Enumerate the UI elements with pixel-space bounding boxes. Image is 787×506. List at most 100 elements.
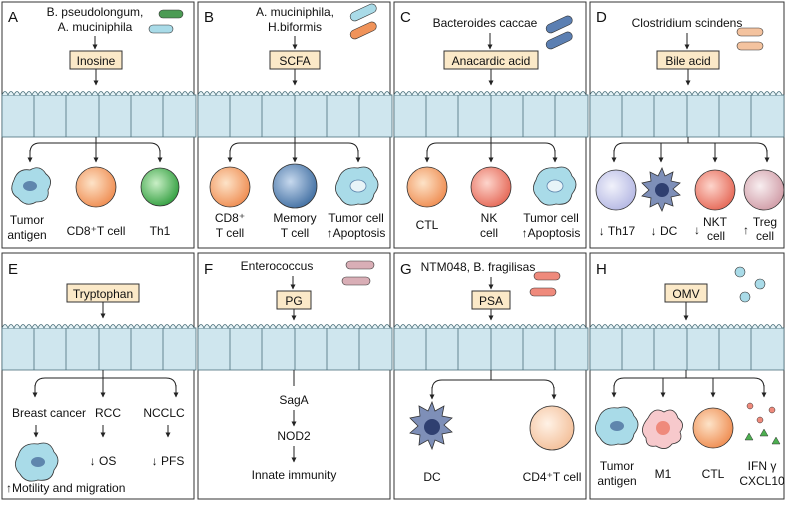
panel-label: C [400,9,411,26]
metabolite-label: Inosine [77,54,116,68]
arrow-label: ↓ [694,223,700,237]
effect-label: ↓ OS [90,454,117,468]
target-label: Breast cancer [12,406,86,420]
th17-cell-icon [595,169,637,211]
cell-label: CTL [702,467,725,481]
cytokine-icon [744,402,781,445]
th1-cell-icon [140,167,180,207]
panel-label: E [8,261,18,278]
cell-label: cell [756,229,774,243]
panel-b: B A. muciniphila, H.biformis SCFA CD8⁺ T… [197,3,393,240]
cell-label: M1 [655,467,672,481]
cell-label: Tumor [10,213,44,227]
omv-vesicle-icon [739,291,751,303]
effect-label: ↓ PFS [152,454,185,468]
bacteria-label: NTM048, B. fragilisas [421,260,536,274]
panel-label: D [596,9,607,26]
bacterium-icon [349,21,377,40]
bacteria-label: B. pseudolongum, [47,5,144,19]
bacteria-label: Bacteroides caccae [433,16,538,30]
bacterium-icon [545,15,573,34]
metabolite-label: PSA [479,294,503,308]
panel-label: G [400,261,412,278]
bacteria-label: A. muciniphila [58,20,133,34]
epithelium [393,324,589,371]
arrow-label: ↑ [743,223,749,237]
target-label: RCC [95,406,121,420]
cell-label: ↑Apoptosis [522,226,581,240]
cell-label: NKT [703,215,728,229]
nk-cell-icon [470,166,512,208]
cd8-t-cell-icon [75,166,117,208]
cell-label: Treg [753,215,777,229]
panel-label: F [204,261,213,278]
panel-d: D Clostridium scindens Bile acid ↓ Th17 … [589,9,785,243]
panel-c: C Bacteroides caccae Anacardic acid CTL … [393,9,589,240]
cell-label: CD4⁺T cell [523,470,582,484]
epithelium [393,91,589,138]
cell-label: CTL [416,218,439,232]
omv-vesicle-icon [754,278,766,290]
cell-label: T cell [281,226,309,240]
cell-label: CD8⁺T cell [67,224,126,238]
cell-label: NK [481,211,498,225]
epithelium [1,324,197,371]
bacterium-icon [158,9,184,19]
panel-h: H OMV Tumor antigen M1 CTL IFN γ CXCL10 [589,261,785,488]
pathway-step: Innate immunity [252,468,337,482]
panel-label: A [8,9,18,26]
panel-e: E Tryptophan Breast cancer RCC NCCLC ↓ O… [1,261,197,495]
bacteria-label: Enterococcus [241,259,314,273]
cell-label: cell [480,226,498,240]
panel-a: A B. pseudolongum, A. muciniphila Inosin… [1,5,197,242]
cell-label: ↓ Th17 [599,224,636,238]
ctl-cell-icon [406,166,448,208]
cell-label: DC [423,470,441,484]
dendritic-cell-icon [641,167,681,212]
dendritic-cell-icon [409,400,453,451]
bacterium-icon [148,24,174,34]
bacterium-icon [345,260,375,270]
omv-vesicle-icon [734,266,746,278]
bacterium-icon [341,276,371,286]
cell-label: Tumor cell [328,211,384,225]
nkt-cell-icon [694,169,736,211]
panel-f: F Enterococcus PG SagA NOD2 Innate immun… [197,259,393,482]
bacterium-icon [349,3,377,22]
bacteria-label: Clostridium scindens [632,16,743,30]
metabolite-label: Anacardic acid [452,54,531,68]
bacterium-icon [736,27,764,37]
bacterium-icon [533,271,561,281]
metabolite-label: SCFA [279,54,310,68]
panel-label: H [596,261,607,278]
metabolite-label: PG [285,294,302,308]
bacterium-icon [529,287,557,297]
epithelium [589,324,785,371]
epithelium [197,324,393,371]
panel-g: G NTM048, B. fragilisas PSA DC CD4⁺T cel… [393,260,589,484]
epithelium [1,91,197,138]
epithelium [197,91,393,138]
effect-label: ↑Motility and migration [6,481,125,495]
cell-label: antigen [597,474,636,488]
metabolite-label: Tryptophan [73,287,133,301]
cell-label: CD8⁺ [215,211,245,225]
metabolite-label: Bile acid [665,54,710,68]
panel-label: B [204,9,214,26]
cd4-t-cell-icon [529,405,575,451]
cell-label: Th1 [150,224,171,238]
treg-cell-icon [743,169,785,211]
cd8-t-cell-icon [209,166,251,208]
cell-label: Tumor [600,459,634,473]
epithelium [589,91,785,138]
cell-label: ↓ DC [651,224,678,238]
cell-label: Memory [273,211,316,225]
bacteria-label: A. muciniphila, [256,5,334,19]
bacteria-label: H.biformis [268,20,322,34]
metabolite-label: OMV [672,287,699,301]
bacterium-icon [736,41,764,51]
pathway-step: SagA [279,393,308,407]
cell-label: ↑Apoptosis [327,226,386,240]
bacterium-icon [545,31,573,50]
